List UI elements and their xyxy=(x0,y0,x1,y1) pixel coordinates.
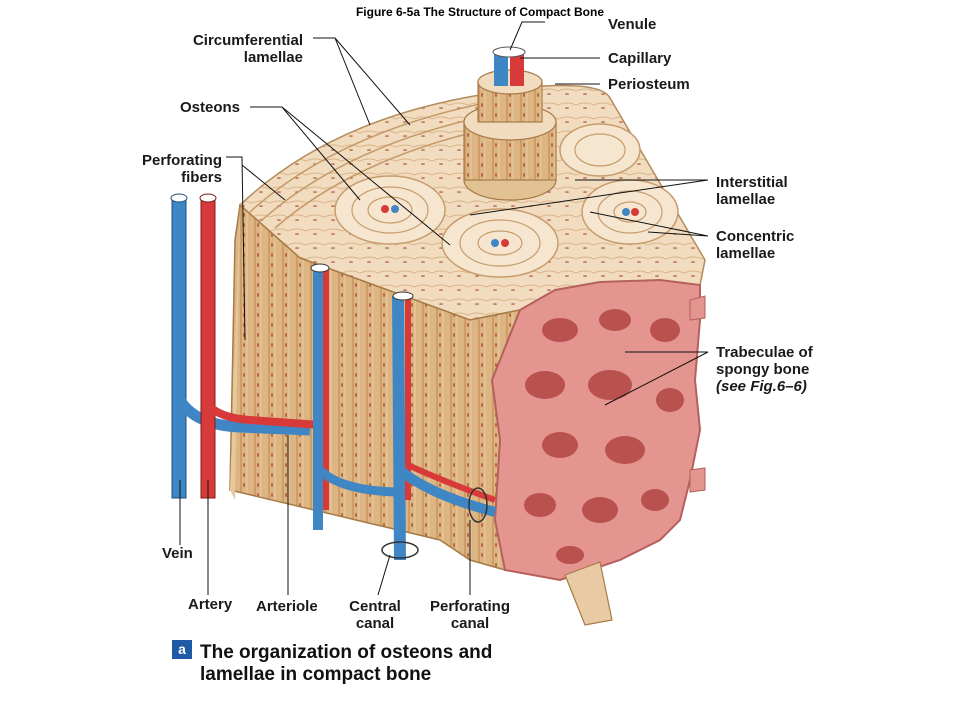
label-venule: Venule xyxy=(608,16,657,33)
osteon-4 xyxy=(559,123,641,177)
osteon-cylinder xyxy=(463,46,557,201)
spongy-bone xyxy=(490,278,706,626)
label-central-canal: Central canal xyxy=(349,598,401,632)
figure-caption: The organization of osteons and lamellae… xyxy=(200,642,493,685)
caption-badge: a xyxy=(172,640,192,659)
label-arteriole: Arteriole xyxy=(256,598,318,615)
figure-title: Figure 6-5a The Structure of Compact Bon… xyxy=(355,5,605,19)
label-concentric-lamellae: Concentric lamellae xyxy=(716,228,795,262)
label-periosteum: Periosteum xyxy=(608,76,690,93)
label-vein: Vein xyxy=(162,545,193,562)
label-capillary: Capillary xyxy=(608,50,672,67)
label-perforating-canal: Perforating canal xyxy=(429,598,510,632)
label-circumferential-lamellae: Circumferential lamellae xyxy=(192,32,303,66)
label-perforating-fibers: Perforating fibers xyxy=(141,152,222,186)
osteon-1 xyxy=(334,175,446,245)
leader-lines xyxy=(179,21,709,596)
label-artery: Artery xyxy=(188,596,233,613)
osteon-3 xyxy=(581,179,679,245)
label-interstitial-lamellae: Interstitial lamellae xyxy=(716,174,788,208)
label-trabeculae: Trabeculae of spongy bone (see Fig.6–6) xyxy=(716,344,813,395)
osteon-2 xyxy=(441,208,559,278)
osteon-vessels xyxy=(310,263,497,561)
label-osteons: Osteons xyxy=(180,99,241,116)
